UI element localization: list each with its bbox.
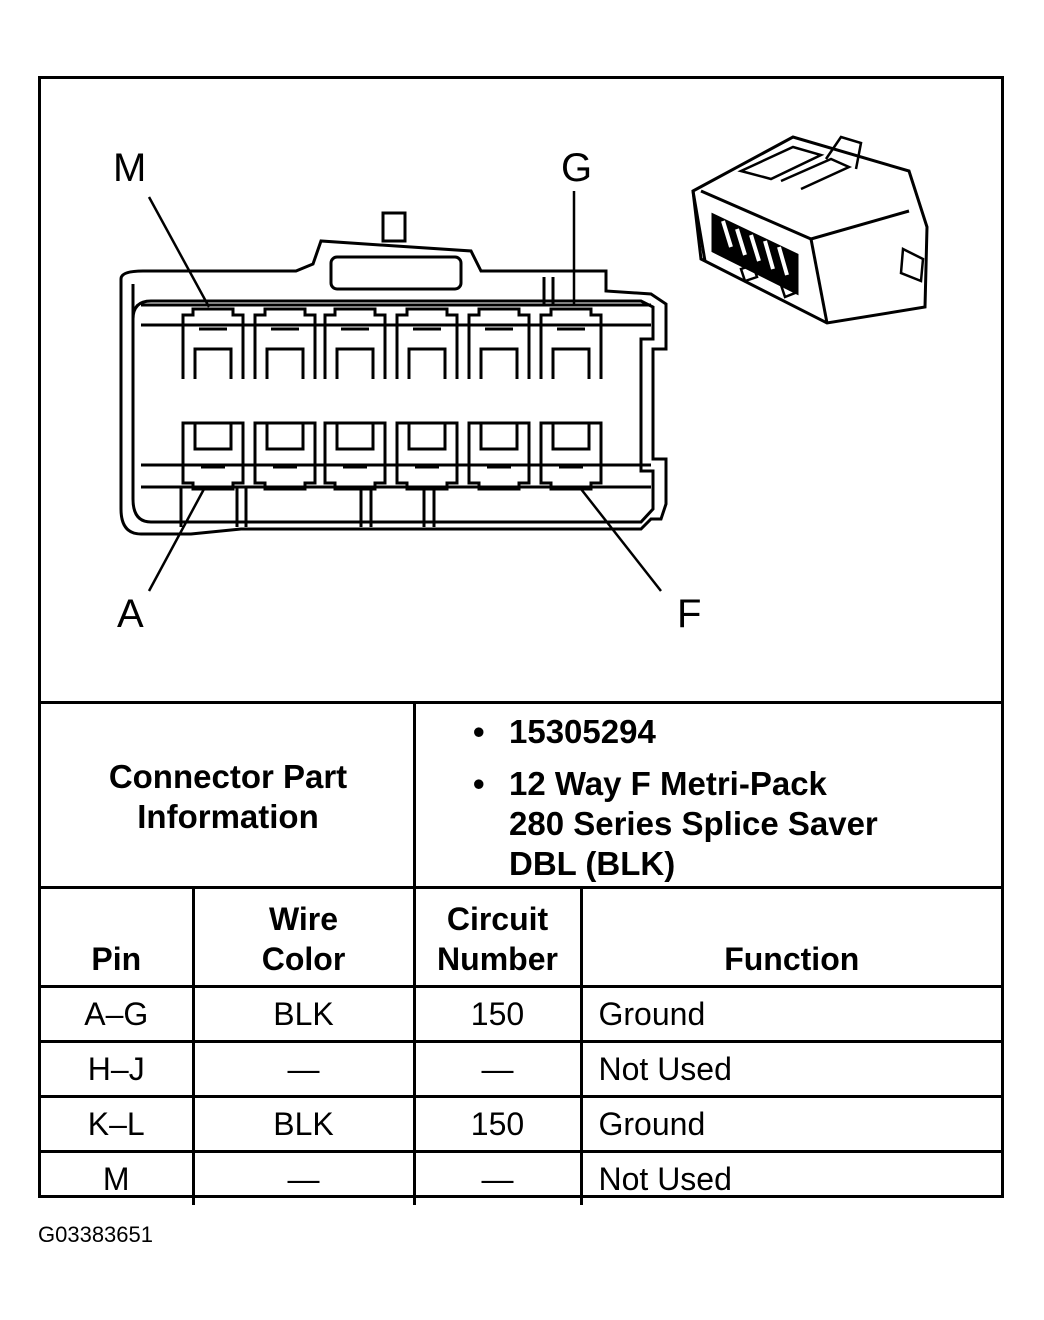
- pin-cavity-bottom: [539, 421, 603, 491]
- pin-label-g: G: [561, 146, 592, 190]
- pin-cavity-bottom: [395, 421, 459, 491]
- connector-housing: [119, 211, 668, 536]
- info-label-line1: Connector Part: [108, 757, 348, 795]
- wire-color-cell: —: [191, 1040, 416, 1098]
- pin-cavity-top: [323, 307, 387, 379]
- wire-color-cell: —: [191, 1150, 416, 1205]
- function-cell: Not Used: [579, 1150, 1001, 1205]
- connector-3d-illustration: [691, 135, 929, 325]
- bullet: •: [473, 765, 485, 802]
- pin-label-m: M: [113, 146, 146, 190]
- wire-color-cell: BLK: [191, 1095, 416, 1153]
- pin-cell: K–L: [41, 1095, 195, 1153]
- pin-label-f: F: [677, 592, 701, 636]
- pin-cell: A–G: [41, 985, 195, 1043]
- circuit-cell: 150: [412, 985, 583, 1043]
- bullet: •: [473, 713, 485, 750]
- function-cell: Ground: [579, 985, 1001, 1043]
- header-pin: Pin: [41, 886, 195, 988]
- pin-cavity-top-inner: [335, 327, 375, 379]
- pin-cell: H–J: [41, 1040, 195, 1098]
- pin-label-a: A: [117, 592, 144, 636]
- pin-cavity-top-inner: [479, 327, 519, 379]
- pin-cavity-bottom: [467, 421, 531, 491]
- pin-cavity-bottom: [253, 421, 317, 491]
- pin-cavity-top: [395, 307, 459, 379]
- header-function: Function: [579, 886, 1001, 988]
- info-label: Connector Part Information: [41, 704, 415, 889]
- info-items: • 15305294 • 12 Way F Metri-Pack 280 Ser…: [473, 712, 878, 896]
- pin-cavity-bottom-inner: [193, 423, 233, 469]
- pin-cavity-top: [253, 307, 317, 379]
- pin-cavity-top: [181, 307, 245, 379]
- pin-cavity-bottom-inner: [335, 423, 375, 469]
- function-cell: Not Used: [579, 1040, 1001, 1098]
- function-cell: Ground: [579, 1095, 1001, 1153]
- table-row: H–J — — Not Used: [41, 1040, 1001, 1098]
- connector-diagram: M G A F: [41, 79, 1007, 704]
- part-description: 12 Way F Metri-Pack 280 Series Splice Sa…: [509, 765, 878, 882]
- table-row: A–G BLK 150 Ground: [41, 985, 1001, 1043]
- pin-cavity-bottom-inner: [479, 423, 519, 469]
- pin-cavity-top-inner: [407, 327, 447, 379]
- pin-cavity-top-inner: [551, 327, 591, 379]
- pin-cavity-top: [467, 307, 531, 379]
- circuit-cell: —: [412, 1150, 583, 1205]
- pin-cavity-top-inner: [265, 327, 305, 379]
- pin-cavity-bottom-inner: [407, 423, 447, 469]
- table-row: K–L BLK 150 Ground: [41, 1095, 1001, 1153]
- circuit-cell: 150: [412, 1095, 583, 1153]
- part-number: 15305294: [509, 713, 656, 750]
- wire-color-cell: BLK: [191, 985, 416, 1043]
- leader-lines: [147, 191, 662, 592]
- info-item-part-number: • 15305294: [473, 712, 878, 752]
- pin-cavity-top: [539, 307, 603, 379]
- figure-id: G03383651: [38, 1222, 153, 1247]
- info-divider: [413, 704, 416, 889]
- connector-part-info: Connector Part Information • 15305294 • …: [41, 701, 1001, 889]
- pin-cavity-bottom: [323, 421, 387, 491]
- connector-figure: M G A F Connector Part: [38, 76, 1007, 1205]
- pin-cavity-top-inner: [193, 327, 233, 379]
- info-item-description: • 12 Way F Metri-Pack 280 Series Splice …: [473, 764, 878, 884]
- circuit-cell: —: [412, 1040, 583, 1098]
- connector-face-view: M G A F: [113, 135, 929, 636]
- table-row: M — — Not Used: [41, 1150, 1001, 1205]
- pin-cavity-bottom: [181, 421, 245, 491]
- pin-cavity-bottom-inner: [551, 423, 591, 469]
- info-label-line2: Information: [137, 797, 319, 835]
- pin-cavities: [181, 307, 603, 491]
- pin-cavity-bottom-inner: [265, 423, 305, 469]
- pin-cell: M: [41, 1150, 195, 1205]
